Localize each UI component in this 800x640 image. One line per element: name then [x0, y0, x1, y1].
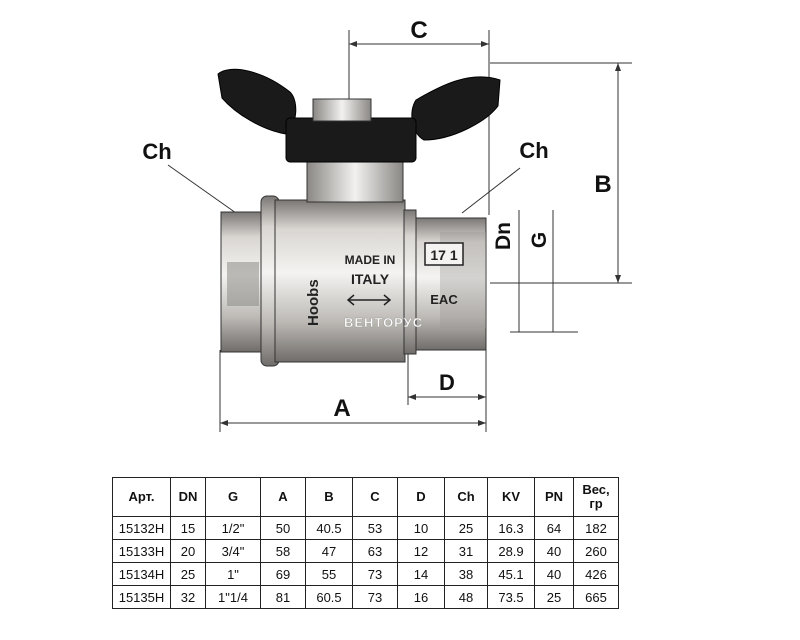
table-cell: 73	[352, 585, 398, 609]
table-cell: 55	[305, 562, 353, 586]
table-cell: 3/4"	[205, 539, 261, 563]
table-cell: 20	[170, 539, 206, 563]
dimension-arrows	[220, 41, 621, 426]
table-row: 15133H 20 3/4" 58 47 63 12 31 28.9 40 26…	[112, 539, 619, 563]
dim-label-c: C	[410, 17, 427, 44]
made-in-line-1: MADE IN	[345, 253, 396, 267]
table-row: 15135H 32 1"1/4 81 60.5 73 16 48 73.5 25…	[112, 585, 619, 609]
made-in-line-2: ITALY	[351, 271, 390, 287]
table-cell: 40.5	[305, 516, 353, 540]
table-cell: 60.5	[305, 585, 353, 609]
table-cell: 16	[397, 585, 445, 609]
table-cell: 25	[170, 562, 206, 586]
dimension-lines	[167, 30, 632, 432]
table-cell: 1/2"	[205, 516, 261, 540]
table-cell: 182	[573, 516, 619, 540]
header-kv: KV	[487, 477, 535, 517]
table-cell: 64	[534, 516, 574, 540]
table-cell: 15134H	[112, 562, 171, 586]
table-cell: 1"1/4	[205, 585, 261, 609]
table-cell: 665	[573, 585, 619, 609]
hex-nut	[312, 98, 372, 122]
header-c: C	[352, 477, 398, 517]
dim-label-g: G	[528, 232, 551, 248]
table-cell: 63	[352, 539, 398, 563]
table-cell: 73.5	[487, 585, 535, 609]
table-cell: 58	[260, 539, 306, 563]
table-cell: 40	[534, 562, 574, 586]
table-cell: 47	[305, 539, 353, 563]
label-ch-left: Ch	[142, 139, 171, 164]
table-cell: 50	[260, 516, 306, 540]
table-cell: 40	[534, 539, 574, 563]
header-a: A	[260, 477, 306, 517]
dim-label-dn: Dn	[492, 222, 515, 250]
table-cell: 32	[170, 585, 206, 609]
table-cell: 81	[260, 585, 306, 609]
table-cell: 15135H	[112, 585, 171, 609]
table-cell: 28.9	[487, 539, 535, 563]
header-b: B	[305, 477, 353, 517]
eac-mark: EAC	[430, 292, 458, 307]
table-cell: 16.3	[487, 516, 535, 540]
table-cell: 48	[444, 585, 488, 609]
table-cell: 12	[397, 539, 445, 563]
table-cell: 38	[444, 562, 488, 586]
valve-body	[220, 195, 487, 367]
brand-mark: Hoobs	[305, 279, 322, 326]
table-cell: 1"	[205, 562, 261, 586]
header-ch: Ch	[444, 477, 488, 517]
table-cell: 10	[397, 516, 445, 540]
header-d: D	[397, 477, 445, 517]
table-cell: 260	[573, 539, 619, 563]
dim-label-d: D	[439, 370, 455, 395]
table-cell: 73	[352, 562, 398, 586]
table-cell: 69	[260, 562, 306, 586]
header-g: G	[205, 477, 261, 517]
table-row: 15134H 25 1" 69 55 73 14 38 45.1 40 426	[112, 562, 619, 586]
table-cell: 25	[534, 585, 574, 609]
butterfly-handle	[217, 68, 501, 163]
double-arrow-mark	[346, 294, 392, 306]
watermark-logo: ВЕНТОРУС	[344, 315, 423, 330]
table-cell: 31	[444, 539, 488, 563]
code-mark: 17 1	[430, 247, 457, 263]
label-ch-right: Ch	[519, 138, 548, 163]
dim-label-a: A	[333, 395, 350, 422]
header-dn: DN	[170, 477, 206, 517]
code-box	[424, 242, 464, 266]
header-art: Арт.	[112, 477, 171, 517]
table-cell: 15133H	[112, 539, 171, 563]
valve-drawing: Hoobs MADE IN ITALY 17 1 EAC ВЕНТОРУС C …	[142, 17, 632, 432]
table-cell: 15	[170, 516, 206, 540]
table-cell: 426	[573, 562, 619, 586]
table-header-row: Арт. DN G A B C D Ch KV PN Вес, гр	[112, 477, 619, 517]
spec-table: Арт. DN G A B C D Ch KV PN Вес, гр 15132…	[112, 477, 619, 609]
dim-label-b: B	[594, 171, 611, 198]
table-cell: 53	[352, 516, 398, 540]
table-row: 15132H 15 1/2" 50 40.5 53 10 25 16.3 64 …	[112, 516, 619, 540]
table-cell: 14	[397, 562, 445, 586]
table-cell: 45.1	[487, 562, 535, 586]
header-weight: Вес, гр	[573, 477, 619, 517]
header-pn: PN	[534, 477, 574, 517]
table-cell: 15132H	[112, 516, 171, 540]
table-cell: 25	[444, 516, 488, 540]
